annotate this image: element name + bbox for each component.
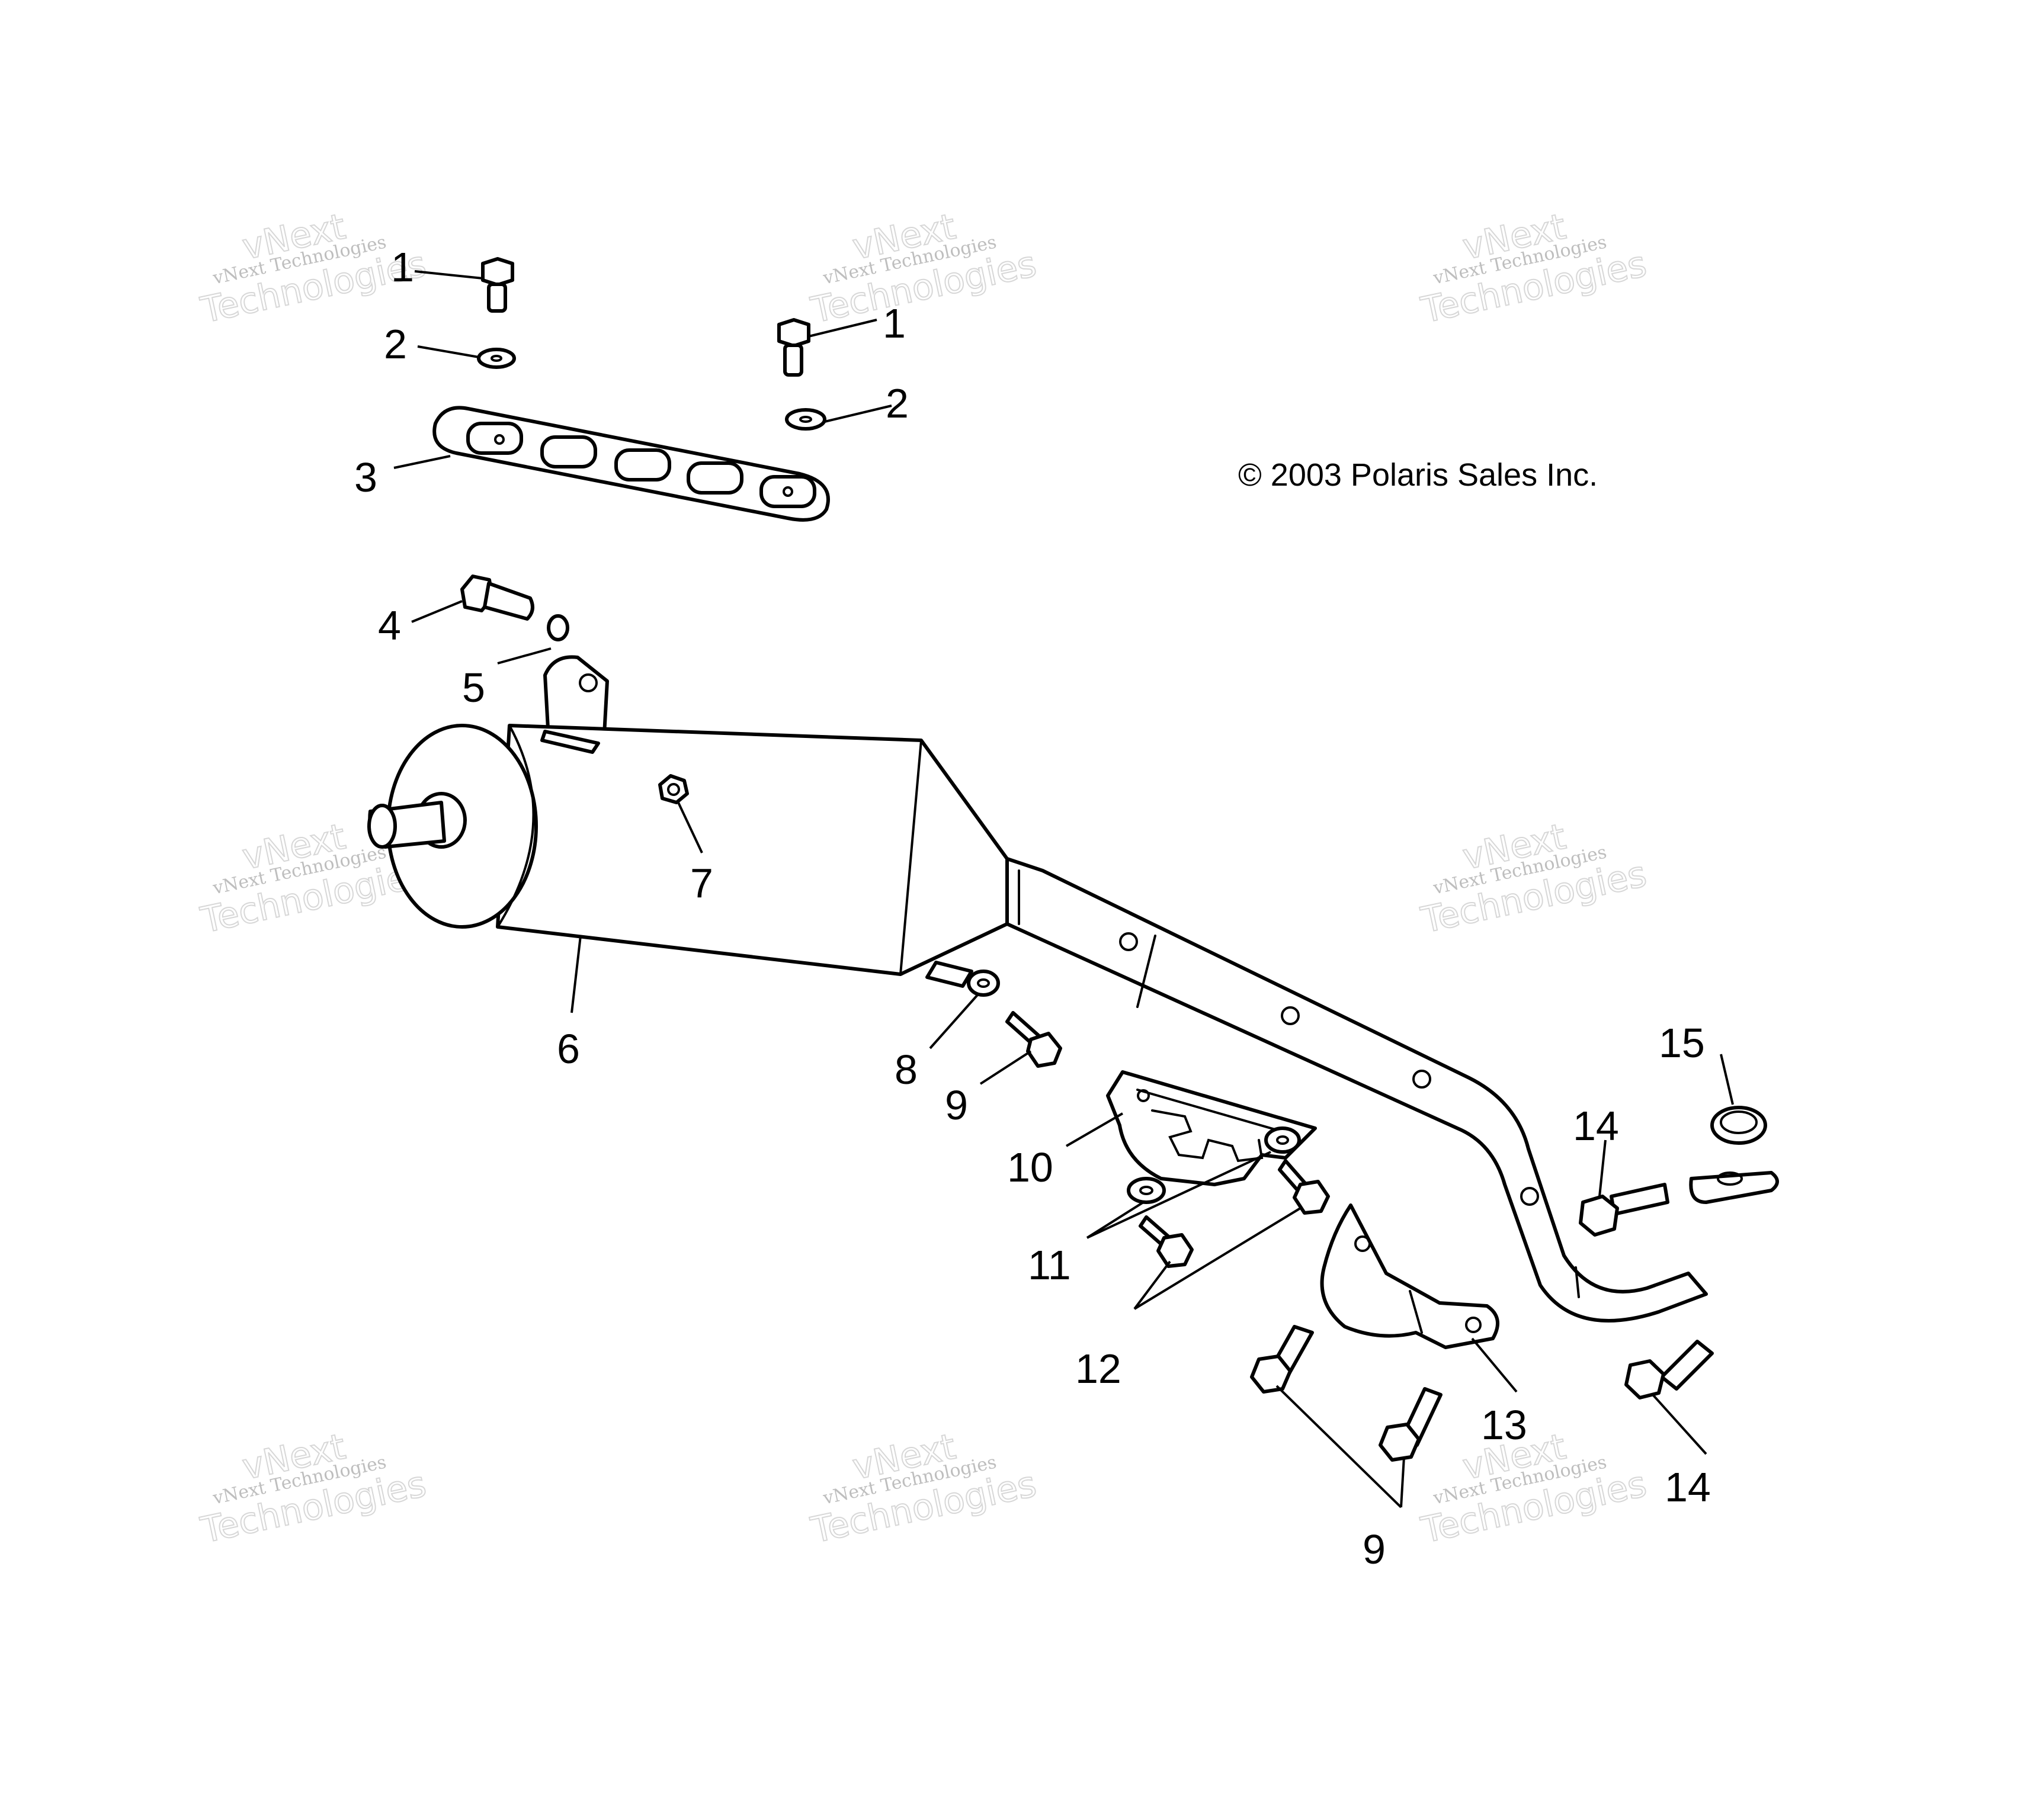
washer-5 — [547, 614, 569, 641]
washer-11-right — [1264, 1126, 1301, 1154]
callout-9: 9 — [1363, 1526, 1386, 1572]
gasket-ring-15 — [1710, 1106, 1767, 1145]
copyright-notice: © 2003 Polaris Sales Inc. — [1238, 457, 1598, 493]
callout-8: 8 — [895, 1047, 918, 1093]
callout-4: 4 — [378, 602, 401, 649]
leader-lines — [393, 270, 1734, 1508]
gasket-8 — [967, 970, 1000, 997]
callout-14: 14 — [1665, 1464, 1711, 1510]
callout-1: 1 — [883, 300, 906, 346]
callout-2: 2 — [384, 321, 407, 367]
bolt-12-right — [1278, 1159, 1330, 1215]
bolt-14-lower — [1624, 1340, 1714, 1399]
callout-13: 13 — [1481, 1402, 1527, 1448]
callout-14: 14 — [1573, 1103, 1619, 1149]
bolt-9-lower-left — [1250, 1325, 1314, 1394]
bracket-strap-3 — [432, 406, 830, 522]
callout-9: 9 — [945, 1082, 968, 1128]
callout-5: 5 — [462, 665, 485, 711]
callout-10: 10 — [1007, 1144, 1053, 1190]
heat-shield-10 — [1106, 1070, 1317, 1186]
callout-15: 15 — [1659, 1020, 1705, 1066]
bolt-9-upper — [1005, 1011, 1062, 1068]
bracket-13 — [1320, 1203, 1499, 1349]
muffler-6 — [367, 655, 1009, 988]
callout-7: 7 — [690, 860, 713, 906]
bolt-1-right — [777, 318, 810, 377]
washer-11-left — [1127, 1177, 1166, 1204]
bolt-9-lower-right — [1379, 1387, 1443, 1462]
callout-1: 1 — [391, 244, 414, 290]
callout-6: 6 — [557, 1026, 580, 1072]
callout-3: 3 — [354, 454, 377, 500]
callout-labels: 1 2 3 4 5 6 7 1 2 8 9 10 11 12 13 9 14 1… — [354, 244, 1711, 1572]
bolt-14-upper — [1579, 1183, 1669, 1237]
bolt-4 — [460, 574, 534, 621]
washer-2-left — [477, 348, 516, 369]
head-pipe — [1005, 857, 1779, 1323]
callout-2: 2 — [886, 380, 909, 426]
washer-2-right — [785, 408, 826, 431]
callout-12: 12 — [1075, 1346, 1121, 1392]
bolt-1-left — [481, 257, 514, 313]
callout-11: 11 — [1028, 1242, 1071, 1288]
bolt-12-left — [1139, 1215, 1194, 1268]
